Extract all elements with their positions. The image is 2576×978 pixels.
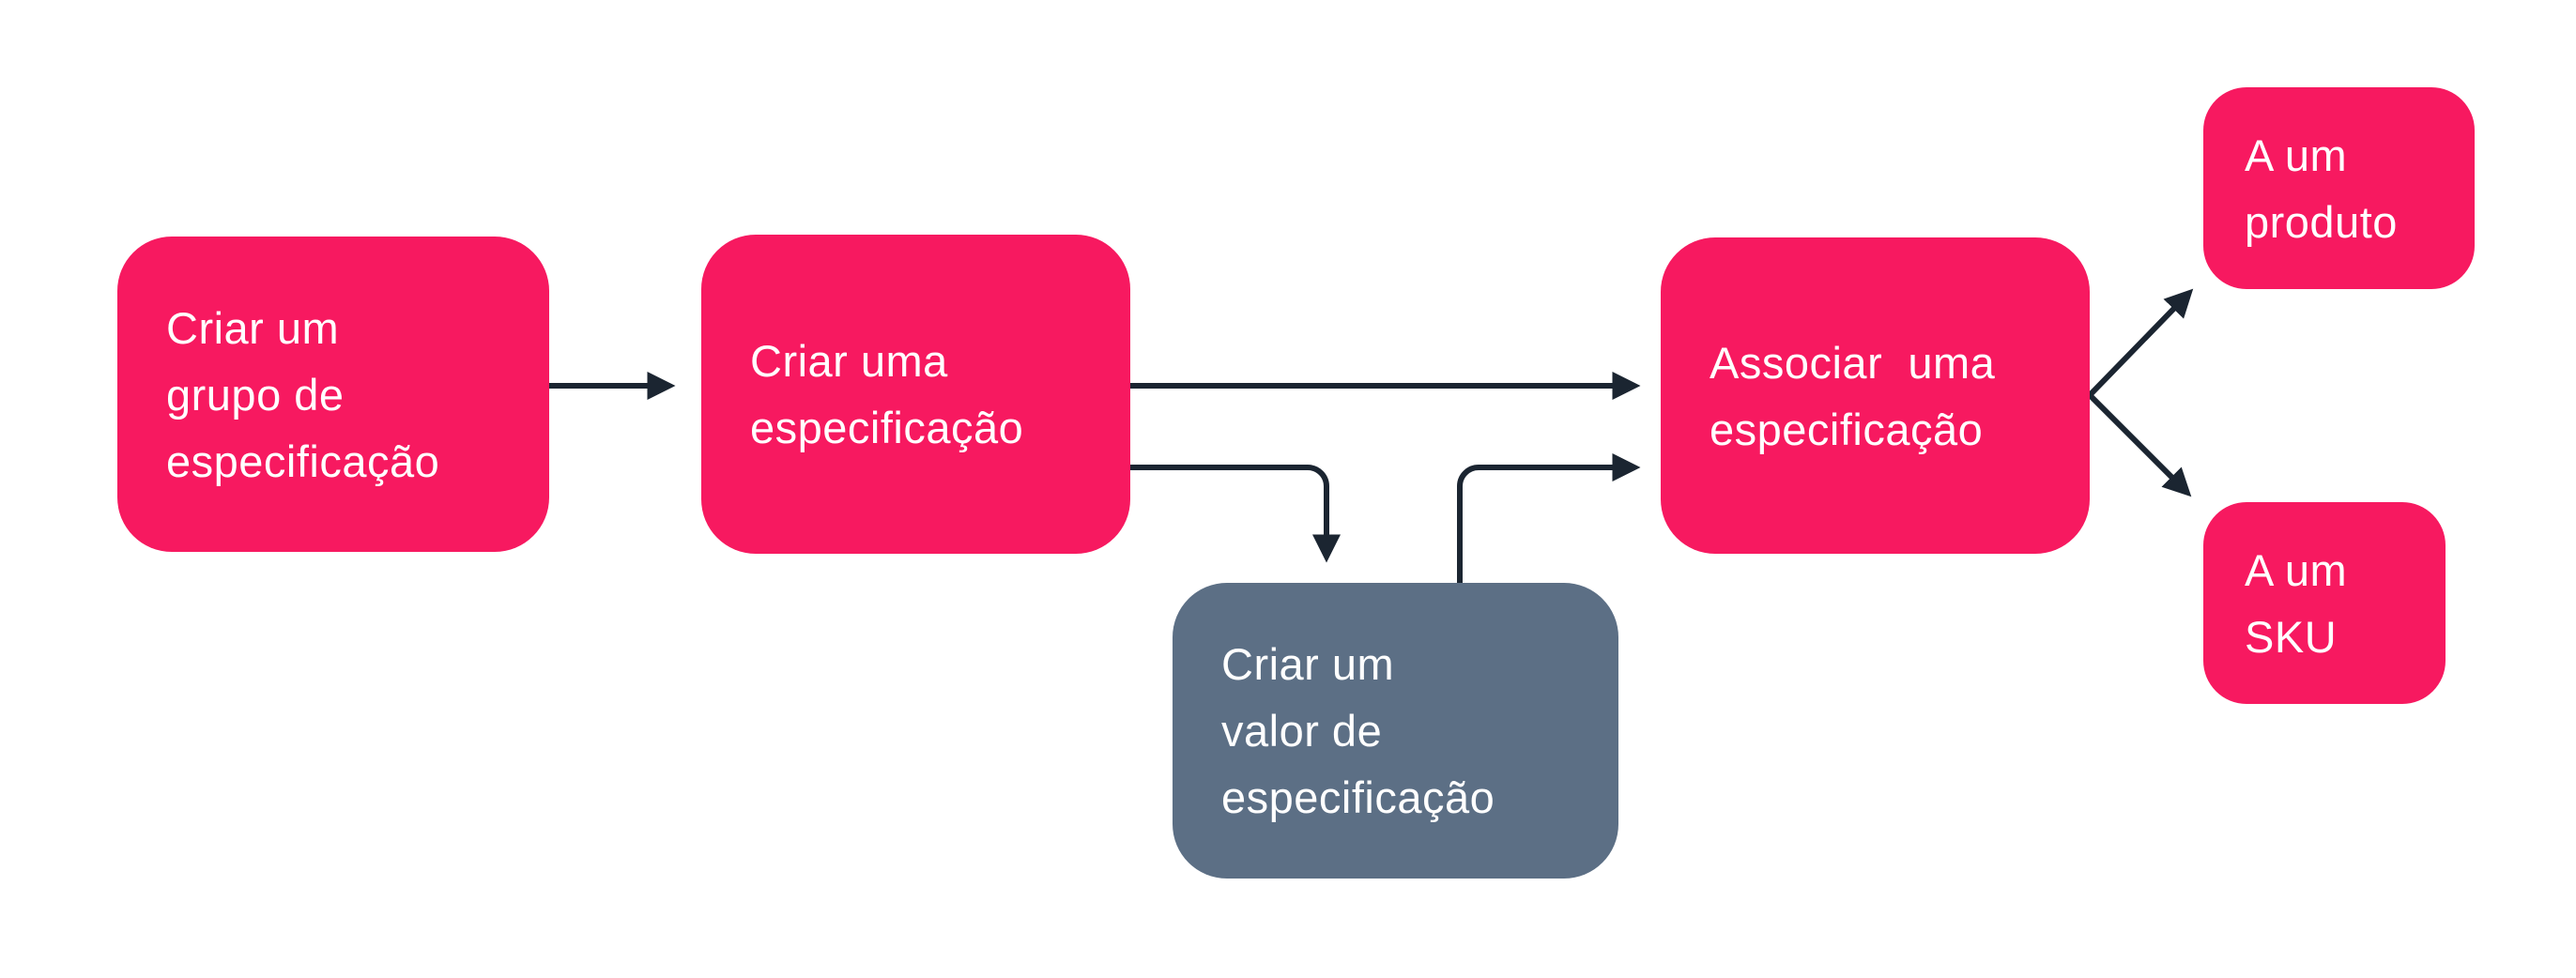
node-to-product: A um produto (2203, 87, 2475, 289)
node-to-sku-label: A um SKU (2245, 544, 2348, 662)
edge-associate-spec-to-sku (2087, 392, 2192, 497)
node-associate-spec: Associar uma especificação (1661, 237, 2090, 554)
node-create-spec-value: Criar um valor de especificação (1173, 583, 1618, 879)
node-create-spec-group-label: Criar um grupo de especificação (166, 302, 440, 486)
node-create-spec-group: Criar um grupo de especificação (117, 237, 549, 552)
node-associate-spec-label: Associar uma especificação (1710, 337, 1996, 454)
node-create-spec-value-label: Criar um valor de especificação (1221, 639, 1495, 822)
node-to-sku: A um SKU (2203, 502, 2446, 704)
edge-create-value-to-associate-spec (1457, 453, 1641, 583)
edge-create-spec-to-create-value (1130, 465, 1341, 563)
node-create-spec: Criar uma especificação (701, 235, 1130, 554)
edge-associate-spec-to-product (2087, 288, 2194, 398)
node-create-spec-label: Criar uma especificação (750, 336, 1024, 452)
node-to-product-label: A um produto (2245, 130, 2398, 247)
